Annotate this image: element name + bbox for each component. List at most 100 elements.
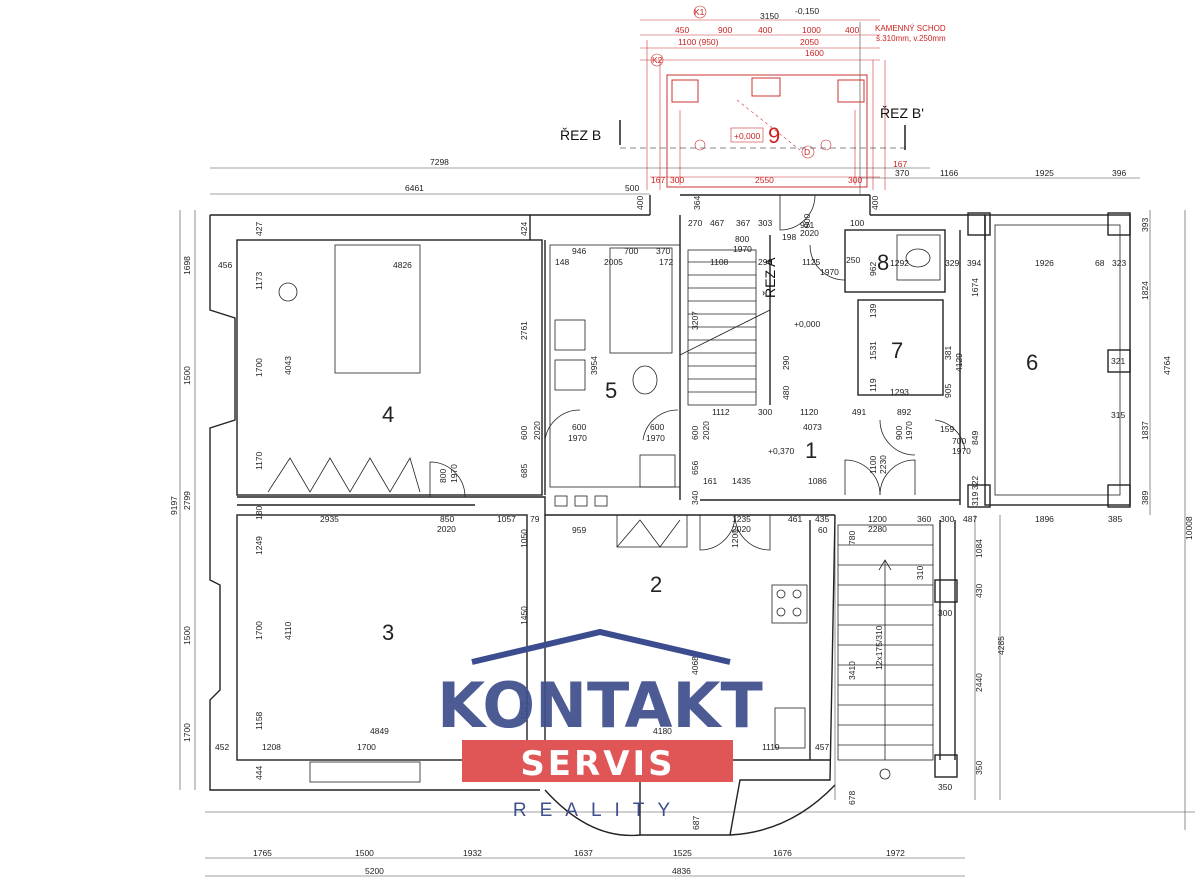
dim: 1158 — [254, 711, 264, 730]
dim: 100 — [850, 218, 864, 228]
dim: 1925 — [1035, 168, 1054, 178]
dim: 329 — [945, 258, 959, 268]
dim: 4836 — [672, 866, 691, 876]
porch-9 — [640, 5, 886, 190]
dim: 10008 — [1184, 516, 1194, 540]
dim: 780 — [847, 531, 857, 545]
dim: 2799 — [182, 491, 192, 510]
dim: 1500 — [182, 626, 192, 645]
dim: 1235 — [732, 514, 751, 524]
dim: 60 — [818, 525, 828, 535]
level-hall: +0,000 — [794, 319, 821, 329]
dim: 315 — [1111, 410, 1125, 420]
dim: 119 — [868, 378, 878, 392]
dim: 700 — [952, 436, 966, 446]
dim: 340 — [690, 491, 700, 505]
dim: 444 — [254, 766, 264, 780]
dim: 68 — [1095, 258, 1105, 268]
dim: 1249 — [254, 536, 264, 555]
dim: 1932 — [463, 848, 482, 858]
dim: 1112 — [712, 407, 730, 417]
marker-k1: K1 — [694, 7, 705, 17]
dim: 1084 — [974, 539, 984, 558]
dim: 4849 — [370, 726, 389, 736]
dim: 600 — [519, 426, 529, 440]
dim: 290 — [781, 356, 791, 370]
dim: 500 — [625, 183, 639, 193]
dim: 700 — [624, 246, 638, 256]
dim: 79 — [530, 514, 540, 524]
dim: 389 — [1140, 491, 1150, 505]
dim: 385 — [1108, 514, 1122, 524]
room-labels: 1 2 3 4 5 6 7 8 9 — [382, 123, 1038, 645]
dim: 1700 — [182, 723, 192, 742]
dim: 800 — [735, 234, 749, 244]
dim: 4043 — [283, 356, 293, 375]
dim: 1050 — [519, 529, 529, 548]
dim: 364 — [692, 196, 702, 210]
dim: 656 — [690, 461, 700, 475]
dim: 3207 — [690, 311, 700, 330]
section-rez-b-prime: ŘEZ B' — [880, 105, 924, 121]
dim: 1700 — [254, 621, 264, 640]
dim: 167 — [651, 175, 665, 185]
dim: 2761 — [519, 321, 529, 340]
dim: 1208 — [262, 742, 281, 752]
dim: 300 — [670, 175, 684, 185]
dim: 396 — [1112, 168, 1126, 178]
dim: 4110 — [283, 621, 293, 640]
dim: 800 — [438, 469, 448, 483]
dim: 900 — [802, 214, 812, 228]
dim: 687 — [691, 816, 701, 830]
dim: 1700 — [357, 742, 376, 752]
dim: 2440 — [974, 673, 984, 692]
dim: 7298 — [430, 157, 449, 167]
dim: 1527 — [519, 701, 529, 720]
room-label-9: 9 — [768, 123, 780, 148]
logo-reality-text: REALITY — [513, 800, 683, 821]
dim: 3954 — [589, 356, 599, 375]
stair-spec: 12x175/310 — [874, 625, 884, 670]
dim: 167 — [893, 159, 907, 169]
dim: 435 — [815, 514, 829, 524]
dim: 1200 — [868, 514, 887, 524]
dim: 360 — [917, 514, 931, 524]
dim: 2005 — [604, 257, 623, 267]
room-label-5: 5 — [605, 378, 617, 403]
dim: 2550 — [755, 175, 774, 185]
dim: 323 — [1112, 258, 1126, 268]
dim: 1173 — [254, 271, 264, 290]
level-outside: -0,150 — [795, 6, 819, 16]
dim: 457 — [815, 742, 829, 752]
dim: 1600 — [805, 48, 824, 58]
room-label-7: 7 — [891, 338, 903, 363]
dim: 849 — [970, 431, 980, 445]
dim: 461 — [788, 514, 802, 524]
dim: 350 — [938, 782, 952, 792]
dim: 1292 — [890, 258, 909, 268]
dim: 300 — [758, 407, 772, 417]
stair-note-title: KAMENNÝ SCHOD — [875, 24, 946, 33]
dim: 850 — [440, 514, 454, 524]
dim: 9197 — [169, 496, 179, 515]
dim: 1970 — [952, 446, 971, 456]
dim: 685 — [519, 464, 529, 478]
dim: 430 — [974, 584, 984, 598]
dim: 1970 — [820, 267, 839, 277]
dim: 381 — [943, 346, 953, 360]
marker-d: D — [804, 147, 810, 157]
room-label-4: 4 — [382, 402, 394, 427]
dimension-texts: 7298 6461 500 3150 450 900 400 1000 400 … — [169, 11, 1194, 876]
doors — [429, 194, 966, 551]
dim: 1000 — [802, 25, 821, 35]
dim: 4285 — [996, 636, 1006, 655]
dim: 2020 — [532, 421, 542, 440]
dim: 1500 — [182, 366, 192, 385]
dim: 161 — [703, 476, 717, 486]
dim: 400 — [635, 196, 645, 210]
dim: 370 — [895, 168, 909, 178]
dim: 600 — [650, 422, 664, 432]
dim: 487 — [963, 514, 977, 524]
dim: 2050 — [800, 37, 819, 47]
